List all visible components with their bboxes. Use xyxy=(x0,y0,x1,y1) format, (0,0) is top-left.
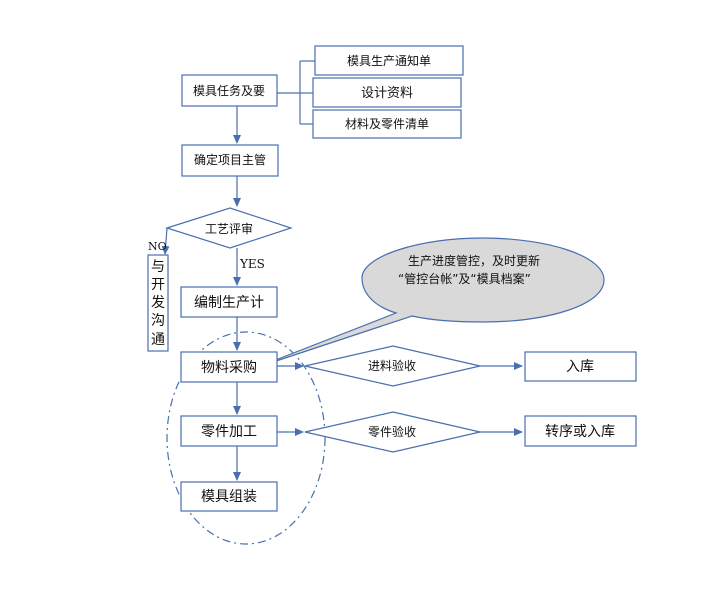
node-communicate-char-4: 沟 xyxy=(151,313,165,329)
callout-line-1: 生产进度管控，及时更新 xyxy=(408,253,540,268)
node-task-label: 模具任务及要 xyxy=(193,83,265,98)
node-purchase[interactable] xyxy=(180,351,278,383)
callout-line-2: “管控台帐”及“模具档案” xyxy=(398,271,531,286)
node-task[interactable] xyxy=(181,74,278,107)
node-machining[interactable] xyxy=(180,415,278,447)
label-no: NO xyxy=(148,240,167,253)
node-transfer-or-storage[interactable] xyxy=(524,415,637,447)
node-design[interactable] xyxy=(312,77,462,108)
node-communicate-char-3: 发 xyxy=(151,295,165,311)
node-notice-label: 模具生产通知单 xyxy=(347,54,431,68)
node-machining-label: 零件加工 xyxy=(201,424,257,440)
node-communicate-char-1: 与 xyxy=(151,259,165,275)
callout-bubble xyxy=(254,237,605,369)
node-plan-label: 编制生产计 xyxy=(194,295,264,311)
node-storage-label: 入库 xyxy=(566,359,594,375)
node-communicate-char-2: 开 xyxy=(151,277,165,293)
node-review-label: 工艺评审 xyxy=(205,221,253,236)
node-parts-check-label: 零件验收 xyxy=(368,424,416,439)
node-plan[interactable] xyxy=(180,286,278,318)
node-incoming-check-label: 进料验收 xyxy=(368,358,416,373)
node-materials-list[interactable] xyxy=(312,109,462,139)
node-assembly[interactable] xyxy=(180,481,278,512)
node-manager[interactable] xyxy=(181,144,279,177)
node-assembly-label: 模具组装 xyxy=(201,489,257,505)
production-group-ellipse xyxy=(166,331,326,545)
node-communicate[interactable] xyxy=(147,254,169,352)
node-materials-list-label: 材料及零件清单 xyxy=(345,117,429,131)
node-review-decision[interactable] xyxy=(165,207,293,249)
node-transfer-or-storage-label: 转序或入库 xyxy=(545,424,615,440)
node-notice[interactable] xyxy=(314,45,464,76)
node-manager-label: 确定项目主管 xyxy=(194,152,266,167)
arrow-review-no xyxy=(161,227,170,255)
node-communicate-char-5: 通 xyxy=(151,332,165,348)
node-purchase-label: 物料采购 xyxy=(201,360,257,376)
node-design-label: 设计资料 xyxy=(361,86,413,101)
node-storage[interactable] xyxy=(524,351,637,382)
label-yes: YES xyxy=(239,257,265,271)
